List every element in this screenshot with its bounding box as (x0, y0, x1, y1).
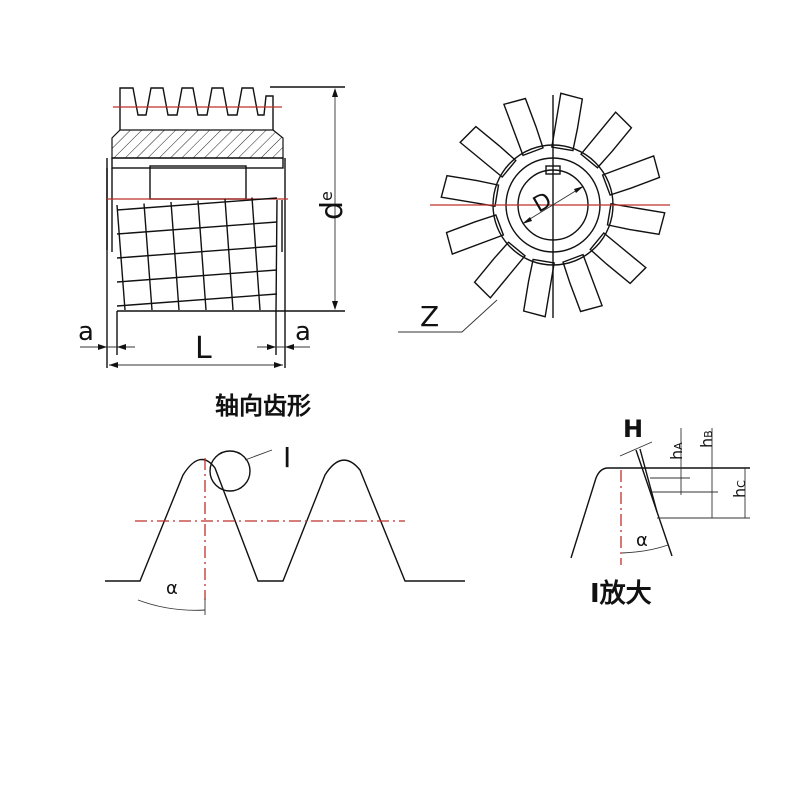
grid-line (116, 197, 278, 211)
helical-tooth-grid (116, 197, 278, 312)
bore-dimension-line (524, 186, 583, 223)
label-hb: hB (697, 430, 716, 448)
detail-alpha-arc (621, 544, 669, 554)
cutter-tooth (601, 154, 661, 196)
detail-label: I (283, 441, 291, 474)
cutter-tooth (473, 241, 526, 299)
grid-line (170, 201, 180, 311)
z-leader (398, 299, 498, 333)
dimension-arrows (98, 344, 294, 368)
label-d: D (529, 188, 556, 218)
alpha-label: α (166, 578, 178, 599)
hub-band (111, 157, 284, 169)
detail-view: H hA hB hC α I放大 (570, 415, 750, 609)
side-view: D Z (398, 92, 670, 333)
grid-line (116, 245, 278, 259)
cutter-tooth (522, 258, 555, 318)
label-de: de (315, 191, 350, 220)
h-dimension (619, 441, 653, 457)
label-a-right: a (295, 317, 311, 347)
grid-line (116, 293, 278, 307)
cutter-teeth (440, 92, 666, 318)
flank-offset-line (639, 448, 658, 513)
grid-line (116, 269, 278, 283)
axial-profile-title: 轴向齿形 (215, 392, 311, 420)
grid-line (224, 198, 234, 311)
bore-arrows (522, 186, 584, 224)
hatched-section (111, 129, 284, 159)
label-z: Z (420, 300, 439, 333)
axial-profile: 轴向齿形 I α (105, 392, 465, 615)
cutter-tooth (580, 111, 633, 169)
detail-profile (570, 467, 750, 559)
label-a-left: a (78, 317, 94, 347)
keyway (149, 165, 247, 200)
cutter-tooth (502, 97, 544, 157)
cutter-tooth (440, 174, 500, 207)
grid-line (275, 199, 278, 312)
grid-line (251, 197, 261, 311)
alpha-arc (137, 599, 206, 611)
detail-title: I放大 (590, 578, 652, 609)
label-ha: hA (667, 442, 686, 460)
cutter-tooth (459, 125, 517, 178)
hob-teeth-outline (119, 87, 274, 130)
detail-circle (209, 450, 251, 492)
grid-line (197, 200, 207, 311)
detail-alpha-label: α (636, 530, 648, 551)
cutter-tooth (606, 203, 666, 236)
detail-leader (244, 449, 273, 461)
label-h: H (623, 415, 643, 443)
label-hc: hC (730, 480, 749, 498)
tooth-profile (105, 458, 465, 582)
front-view: de a L a (78, 86, 350, 368)
cutter-tooth (562, 253, 604, 313)
grid-line (143, 203, 153, 311)
cutter-tooth (551, 92, 584, 152)
label-l: L (195, 331, 212, 366)
cutter-tooth (589, 232, 647, 285)
grid-line (116, 221, 278, 235)
cutter-tooth (445, 214, 505, 256)
